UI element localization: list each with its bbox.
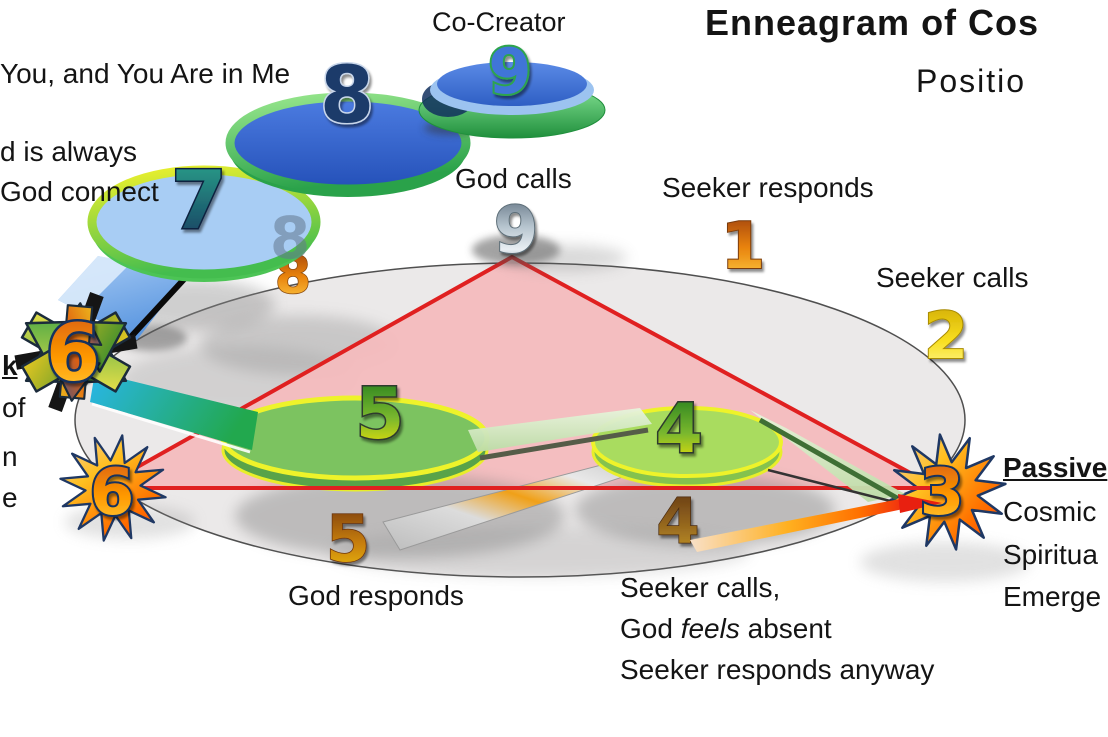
label-god-is-always: d is always <box>0 136 137 167</box>
number-8: 8 <box>320 51 374 141</box>
number-9-cocreator: 9 <box>488 35 531 108</box>
number-5-disc: 5 <box>356 373 405 455</box>
label-seeker-calls-2: Seeker calls, <box>620 572 781 603</box>
label-fragment-n: n <box>2 441 18 472</box>
label-fragment-k: k <box>2 350 18 381</box>
number-4-disc: 4 <box>655 390 702 469</box>
label-fragment-e: e <box>2 482 18 513</box>
label-cosmic: Cosmic <box>1003 496 1097 527</box>
starburst-6 <box>59 434 167 542</box>
label-fragment-of: of <box>2 392 26 423</box>
label-spiritual: Spiritua <box>1003 539 1098 570</box>
ribbon-4-to-3 <box>750 410 905 505</box>
label-god-calls: God calls <box>455 163 572 194</box>
number-5-base: 5 <box>326 503 371 577</box>
label-god-connect: God connect <box>0 176 159 207</box>
number-1: 1 <box>721 210 766 284</box>
disc-8 <box>225 92 471 197</box>
label-co-creator: Co-Creator <box>432 7 566 37</box>
number-6-star: 6 <box>90 456 135 530</box>
number-7: 7 <box>171 154 227 247</box>
starburst-3 <box>889 433 1007 551</box>
label-passive: Passive <box>1003 452 1108 483</box>
label-seeker-calls: Seeker calls <box>876 262 1029 293</box>
label-seeker-responds: Seeker responds <box>662 172 874 203</box>
number-3-star: 3 <box>920 456 965 530</box>
number-8-ghost-gray: 8 <box>270 204 310 272</box>
label-emerge: Emerge <box>1003 581 1102 612</box>
label-god-feels-absent: God feels absent <box>620 613 832 644</box>
number-6-arrow: 6 <box>46 309 100 399</box>
label-seeker-responds-anyway: Seeker responds anyway <box>620 654 935 685</box>
number-9-silver: 9 <box>494 194 539 268</box>
number-2: 2 <box>924 300 969 374</box>
beam-blue <box>58 256 190 343</box>
number-4-base: 4 <box>656 485 699 558</box>
disc-7 <box>87 165 321 282</box>
arrow-cross-shape <box>14 292 138 412</box>
disc-9-button <box>418 62 606 139</box>
ribbon-fire <box>690 494 942 552</box>
apex-shadow <box>472 235 627 271</box>
label-god-responds: God responds <box>288 580 464 611</box>
slide-title: Enneagram of Cos <box>705 2 1040 43</box>
ribbon-teal <box>90 372 258 454</box>
ribbon-5-to-4 <box>468 408 652 461</box>
slide-subtitle: Positio <box>916 63 1027 99</box>
label-you-are-in-me: You, and You Are in Me <box>0 58 291 89</box>
label-seeker-block: Seeker calls, God feels absent Seeker re… <box>620 567 934 690</box>
